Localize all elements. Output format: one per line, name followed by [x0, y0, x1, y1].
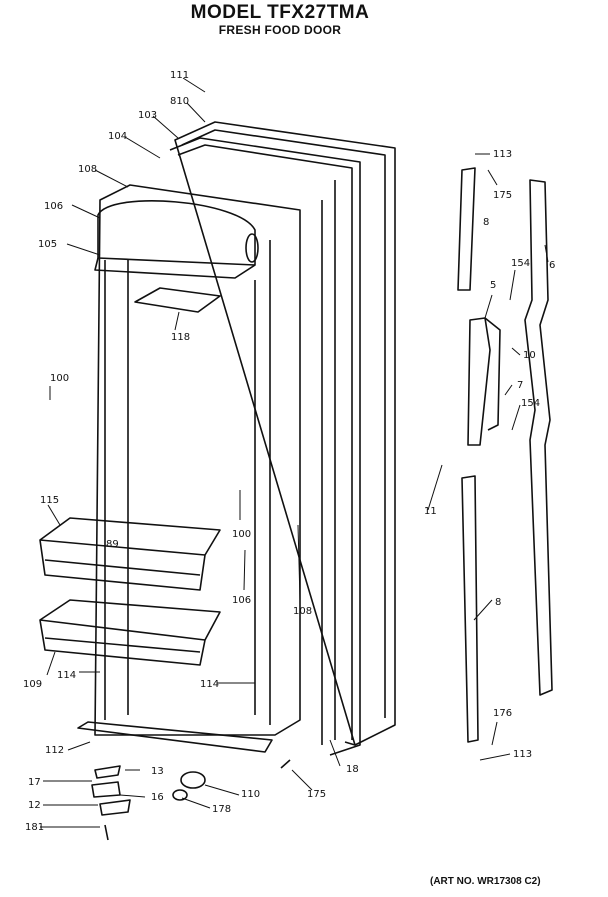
callout-111: 111 [170, 70, 189, 81]
callout-10: 10 [523, 350, 536, 361]
callout-16: 16 [151, 792, 164, 803]
callout-labels: 111 810 103 104 108 106 105 118 100 115 … [23, 70, 555, 833]
callout-108-center: 108 [293, 606, 312, 617]
callout-11: 11 [424, 506, 437, 517]
callout-12: 12 [28, 800, 41, 811]
door-gasket [169, 137, 361, 756]
callout-8-bottom: 8 [495, 597, 501, 608]
callout-108-top: 108 [78, 164, 97, 175]
callout-114-right: 114 [200, 679, 219, 690]
dairy-compartment-door [94, 200, 259, 279]
callout-181: 181 [25, 822, 44, 833]
callout-89: 89 [106, 539, 119, 550]
callout-114-left: 114 [57, 670, 76, 681]
callout-109: 109 [23, 679, 42, 690]
callout-103: 103 [138, 110, 157, 121]
callout-5: 5 [490, 280, 496, 291]
outer-door-panel [174, 121, 396, 746]
callout-18: 18 [346, 764, 359, 775]
callout-13: 13 [151, 766, 164, 777]
leader-lines [40, 77, 549, 828]
callout-17: 17 [28, 777, 41, 788]
art-number: (ART NO. WR17308 C2) [430, 876, 541, 887]
callout-118: 118 [171, 332, 190, 343]
page-subtitle: FRESH FOOD DOOR [218, 23, 342, 37]
callout-110: 110 [241, 789, 260, 800]
callout-154-bottom: 154 [521, 398, 540, 409]
bottom-trim [77, 721, 273, 753]
page-title: MODEL TFX27TMA [190, 2, 370, 23]
door-bin-upper [39, 517, 221, 591]
callout-106-center: 106 [232, 595, 251, 606]
callout-105: 105 [38, 239, 57, 250]
callout-175-bottom: 175 [307, 789, 326, 800]
callout-8-top: 8 [483, 217, 489, 228]
handle-assembly [457, 167, 553, 743]
door-bin-lower [39, 599, 221, 666]
callout-6: 6 [549, 260, 555, 271]
hinge-parts [91, 759, 291, 841]
callout-106-top: 106 [44, 201, 63, 212]
callout-104: 104 [108, 131, 127, 142]
callout-178: 178 [212, 804, 231, 815]
callout-115: 115 [40, 495, 59, 506]
callout-100-left: 100 [50, 373, 69, 384]
callout-113-top: 113 [493, 149, 512, 160]
callout-100-center: 100 [232, 529, 251, 540]
callout-154-top: 154 [511, 258, 530, 269]
callout-176: 176 [493, 708, 512, 719]
callout-112: 112 [45, 745, 64, 756]
callout-810: 810 [170, 96, 189, 107]
butter-shelf [134, 287, 221, 313]
callout-175-top: 175 [493, 190, 512, 201]
callout-7: 7 [517, 380, 523, 391]
callout-113-bottom: 113 [513, 749, 532, 760]
